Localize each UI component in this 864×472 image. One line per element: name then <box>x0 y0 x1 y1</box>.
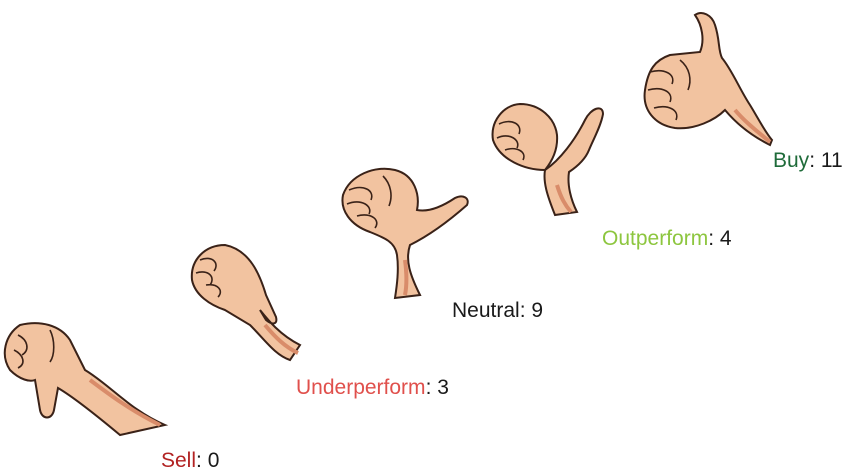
thumb-down-tilted-hand-icon <box>180 225 310 375</box>
rating-count: 0 <box>207 449 220 472</box>
thumb-up-tilted-hand-icon <box>485 90 620 220</box>
rating-separator: : <box>708 227 715 250</box>
rating-name: Neutral <box>452 299 520 322</box>
rating-count: 3 <box>437 376 449 399</box>
rating-name: Underperform <box>296 376 426 399</box>
rating-separator: : <box>809 149 816 172</box>
rating-name: Sell <box>161 449 197 472</box>
rating-separator: : <box>196 449 202 472</box>
rating-separator: : <box>519 299 526 322</box>
rating-neutral-label: Neutral: 9 <box>452 300 543 321</box>
rating-count: 4 <box>719 227 732 250</box>
thumbs-up-hand-icon <box>640 10 780 150</box>
thumb-sideways-hand-icon <box>335 150 475 300</box>
rating-name: Outperform <box>602 227 709 250</box>
thumbs-down-hand-icon <box>0 300 170 440</box>
rating-sell-label: Sell: 0 <box>161 450 219 471</box>
rating-count: 9 <box>531 299 544 322</box>
rating-count: 11 <box>820 149 843 172</box>
rating-underperform-label: Underperform: 3 <box>296 377 449 398</box>
rating-buy-label: Buy: 11 <box>773 150 843 171</box>
rating-outperform-label: Outperform: 4 <box>602 228 732 249</box>
rating-separator: : <box>425 376 432 399</box>
rating-name: Buy <box>773 149 810 172</box>
